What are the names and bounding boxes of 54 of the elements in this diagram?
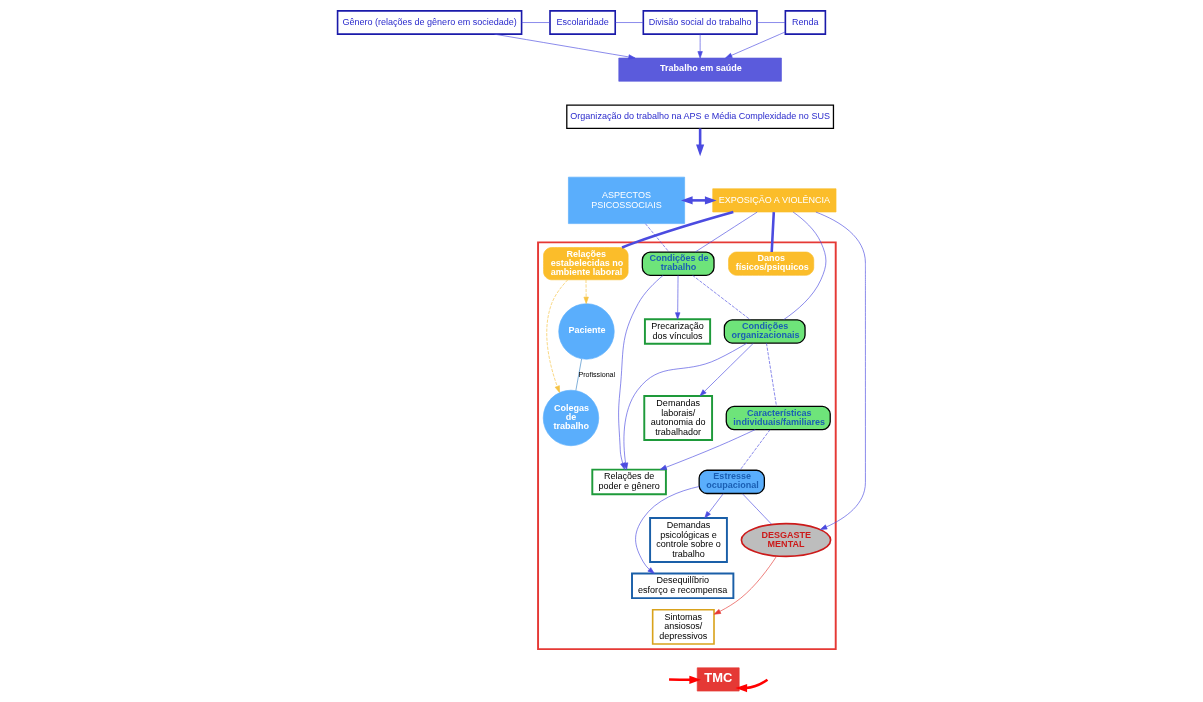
- node-circle: Colegas de trabalho: [542, 389, 600, 447]
- arrow: [713, 555, 777, 615]
- arrow: [546, 279, 568, 393]
- node-circle: Paciente: [558, 303, 615, 360]
- node-box: Gênero (relações de gênero em sociedade): [336, 10, 523, 35]
- arrow: [675, 274, 681, 320]
- arrow: [669, 675, 701, 684]
- connector: [692, 274, 751, 321]
- node-box: Sintomas ansiosos/ depressivos: [651, 608, 715, 645]
- arrow: [680, 196, 717, 205]
- node-box: Divisão social do trabalho: [642, 10, 758, 35]
- arrow: [635, 486, 700, 574]
- node-box: Demandas psicológicas e controle sobre o trabalho: [649, 517, 728, 563]
- arrow: [735, 678, 769, 693]
- connector: [742, 493, 772, 525]
- connector: [521, 22, 551, 23]
- connector: [694, 211, 758, 253]
- node-box: Condições de trabalho: [641, 251, 715, 276]
- connector: [770, 212, 776, 253]
- node-box: Relações de poder e gênero: [591, 468, 667, 496]
- arrow: [704, 493, 724, 519]
- connector: [645, 223, 670, 253]
- arrow: [623, 342, 748, 470]
- arrow: [494, 33, 636, 60]
- node-box: Estresse ocupacional: [698, 469, 765, 495]
- node-box: Demandas laborais/ autonomia do trabalhador: [643, 395, 714, 441]
- node-box: Precarização dos vínculos: [643, 318, 712, 345]
- connector: [756, 22, 786, 23]
- arrow: [725, 31, 786, 59]
- arrow: [697, 33, 703, 59]
- connector: [615, 22, 644, 23]
- connector: [783, 211, 827, 320]
- arrow: [583, 279, 589, 304]
- node-box: Trabalho em saúde: [618, 57, 782, 82]
- node-box: Relações estabelecidas no ambiente laboral: [543, 247, 629, 281]
- node-box: Características individuais/familiares: [725, 405, 831, 431]
- node-box: EXPOSIÇÃO A VIOLÊNCIA: [712, 188, 837, 213]
- node-box: Desequilíbrio esforço e recompensa: [631, 572, 735, 600]
- connector: [766, 342, 777, 407]
- node-box: Escolaridade: [549, 10, 617, 35]
- connector: [575, 358, 582, 391]
- arrow: [815, 211, 866, 530]
- arrow: [699, 342, 754, 397]
- node-box: ASPECTOS PSICOSSOCIAIS: [568, 176, 685, 224]
- connector: [621, 210, 734, 249]
- cluster: [537, 241, 837, 651]
- arrow: [659, 429, 756, 470]
- node-box: Danos físicos/psiquicos: [728, 251, 815, 276]
- arrow: [618, 274, 664, 470]
- node-box: TMC: [696, 667, 740, 692]
- node-box: Renda: [784, 10, 827, 35]
- node-box: Condições organizacionais: [723, 319, 806, 344]
- node-box: Organização do trabalho na APS e Média Complexidade no SUS: [566, 104, 835, 130]
- connector: [739, 429, 771, 471]
